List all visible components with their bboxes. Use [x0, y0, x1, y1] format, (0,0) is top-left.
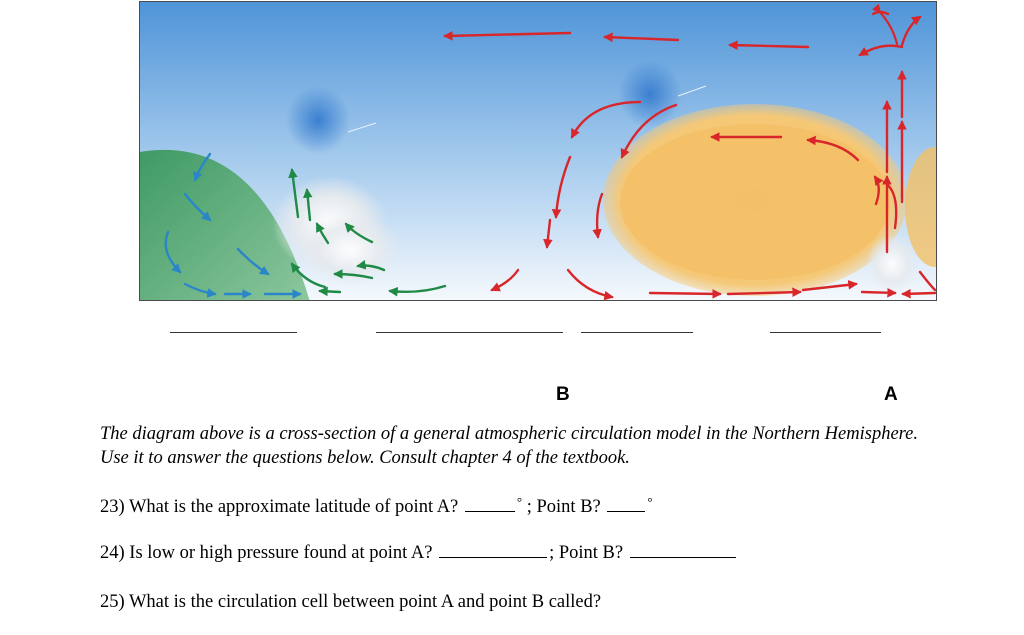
answer-line-4	[770, 332, 881, 333]
question-24-mid: ; Point B?	[549, 543, 624, 563]
answer-line-2	[376, 332, 563, 333]
question-23-mid: ; Point B?	[522, 497, 601, 517]
point-a-label: A	[884, 384, 898, 405]
degree-symbol: °	[516, 494, 523, 509]
question-25: 25) What is the circulation cell between…	[100, 592, 601, 613]
cloud-right	[866, 234, 918, 294]
question-24-text: 24) Is low or high pressure found at poi…	[100, 543, 433, 563]
upper-blob-middle	[618, 60, 682, 128]
question-23: 23) What is the approximate latitude of …	[100, 494, 653, 518]
upper-blob-left	[286, 86, 350, 154]
circulation-diagram	[139, 1, 937, 301]
answer-23a-field[interactable]	[464, 510, 515, 512]
answer-line-3	[581, 332, 693, 333]
point-b-label: B	[556, 384, 570, 405]
answer-24a-field[interactable]	[439, 556, 548, 558]
answer-line-1	[170, 332, 297, 333]
answer-23b-field[interactable]	[607, 510, 646, 512]
diagram-caption: The diagram above is a cross-section of …	[100, 424, 919, 468]
question-24: 24) Is low or high pressure found at poi…	[100, 543, 738, 564]
question-23-text: 23) What is the approximate latitude of …	[100, 497, 459, 517]
answer-24b-field[interactable]	[629, 556, 736, 558]
polar-cap	[140, 149, 310, 300]
degree-symbol: °	[647, 494, 653, 509]
question-25-text: 25) What is the circulation cell between…	[100, 592, 602, 612]
